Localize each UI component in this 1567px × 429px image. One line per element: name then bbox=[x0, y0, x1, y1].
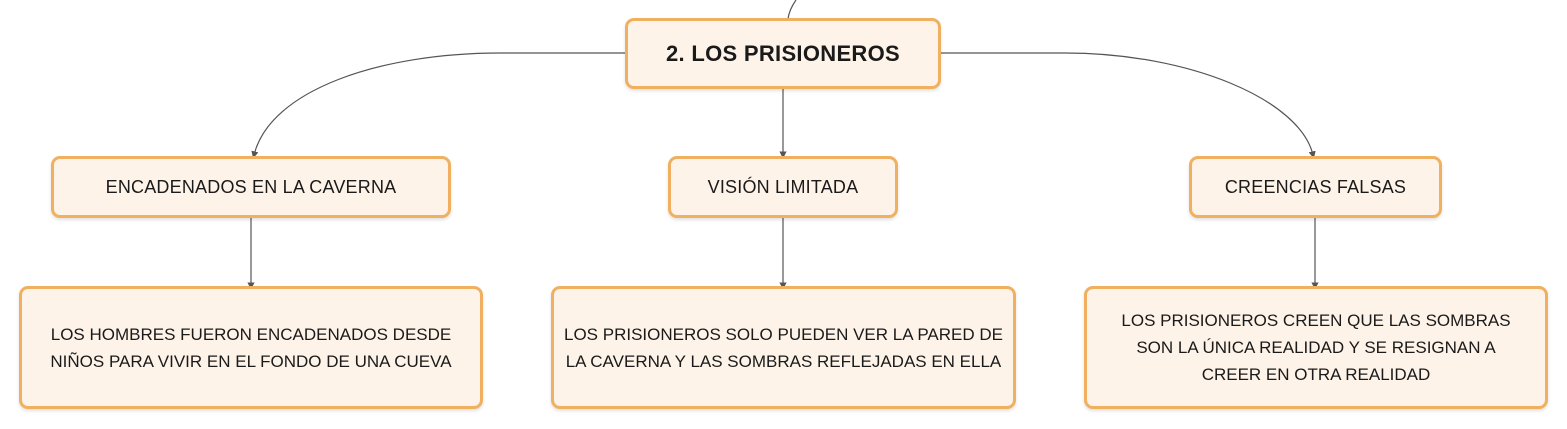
branch-node-creencias[interactable]: CREENCIAS FALSAS bbox=[1189, 156, 1442, 218]
connector-parent-to-root bbox=[787, 0, 797, 20]
branch-node-label: VISIÓN LIMITADA bbox=[707, 176, 859, 197]
root-node-label: 2. LOS PRISIONEROS bbox=[665, 40, 900, 66]
detail-node-creencias[interactable]: LOS PRISIONEROS CREEN QUE LAS SOMBRAS SO… bbox=[1084, 286, 1548, 409]
detail-node-encadenados[interactable]: LOS HOMBRES FUERON ENCADENADOS DESDE NIÑ… bbox=[19, 286, 483, 409]
branch-node-label: ENCADENADOS EN LA CAVERNA bbox=[105, 176, 397, 197]
branch-node-encadenados[interactable]: ENCADENADOS EN LA CAVERNA bbox=[51, 156, 451, 218]
detail-node-text: LOS PRISIONEROS SOLO PUEDEN VER LA PARED… bbox=[564, 324, 1003, 371]
connector-root-to-branch-3 bbox=[940, 52, 1316, 159]
connector-root-to-branch-1 bbox=[251, 52, 626, 159]
branch-node-label: CREENCIAS FALSAS bbox=[1224, 176, 1407, 197]
branch-node-vision[interactable]: VISIÓN LIMITADA bbox=[668, 156, 898, 218]
root-node[interactable]: 2. LOS PRISIONEROS bbox=[625, 18, 941, 89]
detail-node-text: LOS PRISIONEROS CREEN QUE LAS SOMBRAS SO… bbox=[1121, 311, 1511, 384]
detail-node-vision[interactable]: LOS PRISIONEROS SOLO PUEDEN VER LA PARED… bbox=[551, 286, 1016, 409]
detail-node-text: LOS HOMBRES FUERON ENCADENADOS DESDE NIÑ… bbox=[50, 324, 452, 371]
